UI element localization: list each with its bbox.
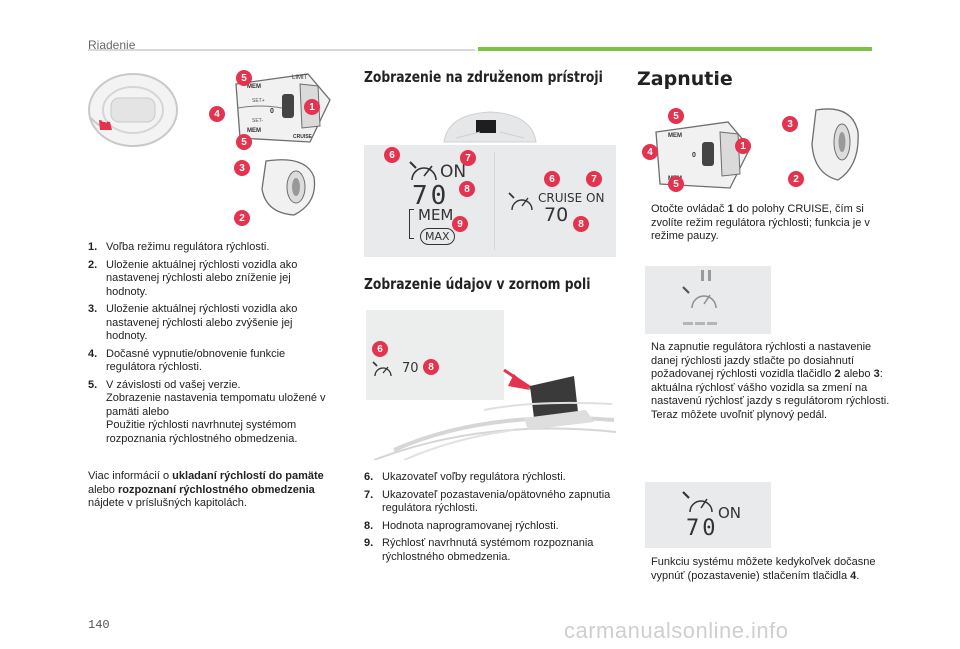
list-item: 6.Ukazovateľ voľby regulátora rýchlosti. — [364, 471, 566, 483]
callout-2-left: 2 — [234, 210, 250, 226]
callout-2-right: 2 — [788, 171, 804, 187]
hud-speed-value: 70 — [402, 361, 419, 376]
list-item: 4.Dočasné vypnutie/obnovenie funkcie reg… — [88, 347, 286, 374]
list-item: 9.Rýchlosť navrhnutá systémom rozpoznani… — [364, 537, 594, 563]
head-up-display-title: Zobrazenie údajov v zornom poli — [364, 275, 591, 293]
list-item: 8.Hodnota naprogramovanej rýchlosti. — [364, 519, 559, 532]
stalk-end-illustration — [256, 155, 326, 220]
cluster-speed-value: 70 — [412, 181, 450, 211]
stalk-label-limit: LIMIT — [292, 75, 308, 81]
stalk-end-icon-right — [811, 108, 859, 181]
link-speed-limit-recognition: rozpoznaní rýchlostného obmedzenia — [117, 483, 315, 496]
callout-4-left: 4 — [209, 106, 225, 122]
instruction-step-2: Na zapnutie regulátora rýchlosti a nasta… — [637, 341, 895, 422]
bullet-icon — [637, 556, 651, 583]
callout-5-right-top: 5 — [668, 108, 684, 124]
item5-line1: Zobrazenie nastavenia tempomatu uložené … — [106, 392, 326, 418]
cluster-mem-label: MEM — [418, 206, 454, 224]
callout-6-cluster-alt: 6 — [544, 171, 560, 187]
stalk-label-set-plus: SET+ — [252, 98, 265, 104]
cruise-speedometer-icon-small — [508, 192, 533, 211]
stalk-label-cruise: CRUISE — [293, 134, 312, 140]
list-item: 3.Uloženie aktuálnej rýchlosti vozidla a… — [88, 303, 298, 342]
callout-6-cluster: 6 — [384, 147, 400, 163]
right-stalk-label-zero: 0 — [692, 152, 696, 159]
cluster-speed-value-alt: 70 — [544, 204, 569, 226]
callout-5-top: 5 — [236, 70, 252, 86]
callout-5-right-bottom: 5 — [668, 176, 684, 192]
header-divider — [88, 49, 475, 51]
header-accent-bar — [478, 47, 872, 51]
pause-bars-icon — [700, 270, 712, 281]
active-speed-value: 70 — [686, 516, 719, 541]
instrument-cluster-illustration — [440, 108, 540, 148]
callout-1-left: 1 — [304, 99, 320, 115]
cluster-max-label: MAX — [420, 228, 455, 245]
more-info-note: Viac informácií o ukladaní rýchlostí do … — [88, 470, 324, 509]
instrument-cluster-icon — [443, 111, 537, 143]
list-item: 2.Uloženie aktuálnej rýchlosti vozidla a… — [88, 258, 298, 298]
page-number: 140 — [88, 618, 110, 632]
stalk-label-zero: 0 — [270, 108, 274, 115]
cluster-on-label: ON — [440, 162, 467, 182]
section-title: Riadenie — [88, 38, 136, 52]
right-stalk-illustration — [650, 118, 762, 196]
instruction-step-1: Otočte ovládač 1 do polohy CRUISE, čím s… — [637, 203, 893, 244]
callout-7-cluster-alt: 7 — [586, 171, 602, 187]
callout-8-hud: 8 — [423, 359, 439, 375]
stalk-switch-icon — [235, 73, 331, 143]
activation-title: Zapnutie — [637, 68, 733, 90]
bullet-icon — [637, 203, 651, 244]
callout-5-bottom: 5 — [236, 134, 252, 150]
instrument-panel-display-title: Zobrazenie na združenom prístroji — [364, 68, 603, 86]
active-on-label: ON — [718, 504, 742, 522]
item5-line2: Použitie rýchlosti navrhnutej systémom r… — [106, 419, 298, 445]
cluster-display-panel — [364, 145, 616, 257]
mem-bracket — [409, 209, 414, 239]
callout-3-right: 3 — [782, 116, 798, 132]
stalk-label-mem: MEM — [247, 84, 261, 90]
list-item: 5. V závislosti od vašej verzie. Zobraze… — [88, 378, 326, 445]
head-up-display-illustration — [364, 300, 616, 460]
steering-illustration — [86, 70, 181, 150]
callout-9-cluster: 9 — [452, 216, 468, 232]
callout-6-hud: 6 — [372, 341, 388, 357]
paused-cruise-speedometer-icon — [682, 286, 717, 309]
stalk-switch-icon-right — [655, 121, 751, 189]
instruction-step-3: Funkciu systému môžete kedykoľvek dočasn… — [637, 556, 893, 583]
callout-7-cluster: 7 — [460, 150, 476, 166]
stalk-label-mem-bottom: MEM — [247, 128, 261, 134]
cruise-stalk-illustration — [230, 70, 342, 150]
link-speed-memory: ukladaní rýchlostí do pamäte — [172, 470, 324, 482]
watermark: carmanualsonline.info — [564, 618, 789, 643]
item5-main: V závislosti od vašej verzie. — [106, 378, 241, 391]
cruise-speedometer-icon — [409, 161, 437, 181]
list-item: 1.Voľba režimu regulátora rýchlosti. — [88, 241, 270, 253]
active-cruise-speedometer-icon — [682, 491, 713, 513]
callout-4-right: 4 — [642, 144, 658, 160]
list-item: 7.Ukazovateľ pozastavenia/opätovného zap… — [364, 488, 611, 515]
steering-wheel-icon — [88, 73, 178, 147]
controls-list: 1.Voľba režimu regulátora rýchlosti. 2.U… — [88, 241, 333, 450]
stalk-end-icon — [261, 159, 316, 216]
hud-cruise-icon — [372, 361, 392, 377]
active-display-panel — [645, 482, 771, 548]
stalk-label-set-minus: SET- — [252, 118, 264, 124]
speed-dashes — [683, 322, 717, 325]
callout-1-right: 1 — [735, 138, 751, 154]
cluster-cruise-on-label: CRUISE ON — [538, 191, 605, 205]
callout-8-cluster: 8 — [459, 181, 475, 197]
callout-8-cluster-alt: 8 — [573, 216, 589, 232]
display-indicators-list: 6.Ukazovateľ voľby regulátora rýchlosti.… — [364, 471, 619, 568]
right-stalk-label-mem: MEM — [668, 133, 682, 139]
bullet-icon — [637, 341, 651, 422]
cluster-panel-divider — [494, 152, 495, 250]
callout-3-left: 3 — [234, 160, 250, 176]
right-stalk-end-illustration — [808, 104, 864, 184]
head-up-display-scene-icon — [366, 310, 616, 460]
